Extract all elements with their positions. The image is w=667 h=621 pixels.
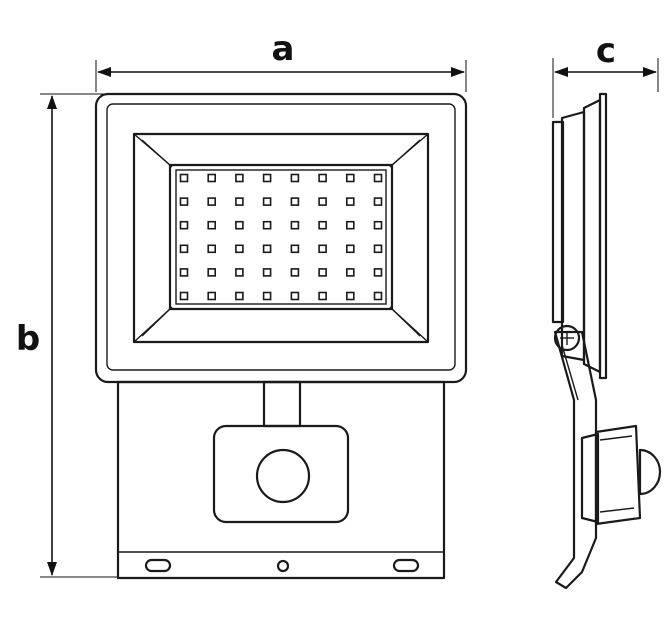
led-panel (175, 169, 387, 305)
led-chip (290, 197, 300, 206)
led-chip (290, 268, 300, 277)
led-chip (235, 268, 244, 277)
led-chip (207, 197, 216, 206)
led-chip (345, 173, 355, 183)
led-chip (179, 197, 189, 206)
led-chip (235, 197, 244, 206)
led-chip (262, 291, 272, 301)
led-chip (290, 173, 300, 183)
side-sensor-dome (638, 448, 662, 496)
led-chip (290, 220, 300, 230)
led-chip (235, 244, 244, 254)
side-sensor-body (594, 424, 642, 526)
led-chip (262, 197, 272, 206)
side-sensor-ridge-1 (599, 435, 633, 441)
housing-inner (106, 103, 456, 371)
side-heatsink (582, 98, 602, 374)
led-chip (345, 291, 355, 301)
side-sensor-ridge-2 (599, 507, 635, 513)
led-chip (262, 268, 272, 277)
lens-window (168, 163, 394, 311)
side-bracket-inner-line (561, 344, 579, 401)
side-rear-cover (551, 120, 565, 324)
led-chip (179, 268, 189, 277)
mounting-slot-right (392, 558, 420, 573)
led-chip (345, 197, 355, 206)
led-chip (179, 220, 189, 230)
led-chip (373, 291, 383, 301)
led-chip (179, 291, 189, 301)
led-chip (318, 173, 327, 183)
front-view (94, 92, 468, 580)
bezel-corner-br-inner (389, 306, 421, 337)
bezel-corner-tl-inner (141, 139, 173, 168)
led-chip (318, 197, 327, 206)
led-chip (207, 173, 216, 183)
led-chip (318, 244, 327, 254)
led-chip (235, 173, 244, 183)
side-view (551, 92, 662, 590)
led-chip (262, 220, 272, 230)
led-chip (373, 173, 383, 183)
led-chip (235, 291, 244, 301)
mounting-slot-left (144, 558, 172, 573)
led-chip (373, 220, 383, 230)
dimension-c-label: c (596, 31, 616, 71)
led-chip (207, 291, 216, 301)
housing-outer (94, 92, 468, 384)
led-chip (318, 268, 327, 277)
led-chip (207, 244, 216, 254)
dimension-a: a (95, 29, 467, 92)
side-bracket-arm (553, 330, 598, 590)
led-chip (345, 220, 355, 230)
dimension-a-label: a (272, 29, 295, 69)
led-chip (207, 220, 216, 230)
bezel-corner-bl-inner (141, 306, 173, 337)
side-sensor-mount (580, 432, 600, 524)
led-chip (179, 173, 189, 183)
led-chip (318, 291, 327, 301)
led-chip (373, 197, 383, 206)
led-chip (262, 173, 272, 183)
sensor-neck (262, 380, 302, 428)
led-chip (318, 220, 327, 230)
mounting-hole-center (276, 559, 290, 573)
bezel-corner-tr-inner (389, 139, 421, 168)
led-chip (373, 268, 383, 277)
led-chip (290, 244, 300, 254)
led-chip (373, 244, 383, 254)
led-chip (207, 268, 216, 277)
led-chip (345, 244, 355, 254)
led-chip (262, 244, 272, 254)
hinge-screw (553, 324, 581, 352)
led-chip (345, 268, 355, 277)
dimension-b-label: b (16, 319, 40, 359)
motion-sensor-lens (255, 448, 311, 504)
dimension-b: b (16, 93, 118, 578)
led-grid (179, 173, 383, 301)
led-chip (290, 291, 300, 301)
dimension-c: c (552, 31, 659, 118)
motion-sensor-housing (212, 424, 350, 524)
led-chip (179, 244, 189, 254)
bezel-frame (132, 132, 430, 344)
led-chip (235, 220, 244, 230)
side-body (560, 110, 586, 362)
bracket-body (116, 380, 446, 580)
